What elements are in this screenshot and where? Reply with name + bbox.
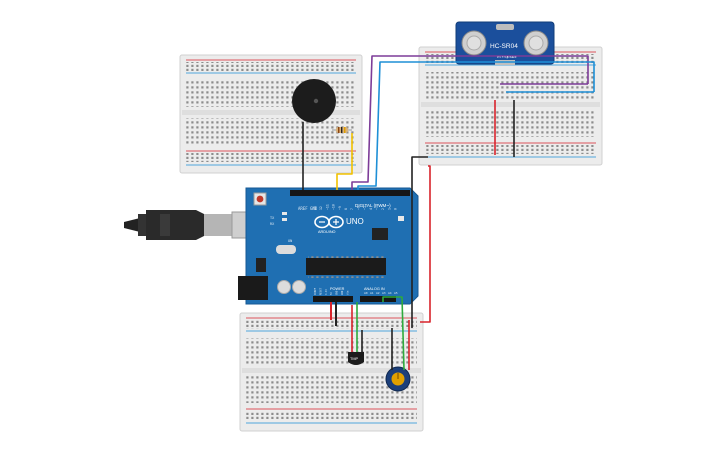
power-pin-label: RESET	[319, 287, 322, 295]
digital-pin-label: ~9	[338, 206, 342, 210]
uno-label: UNO	[346, 217, 364, 226]
sensor-model-label: HC-SR04	[490, 43, 518, 50]
digital-header[interactable]	[290, 190, 410, 196]
wire-ground-rail[interactable]	[411, 156, 428, 328]
crystal-oscillator	[276, 245, 296, 254]
gnd-label: GND	[310, 206, 318, 211]
sensor-pin-label: Echo	[507, 56, 513, 59]
breadboard-bottom[interactable]	[239, 312, 424, 432]
digital-pin-label: ~6	[356, 206, 360, 210]
sensor-pin-label: Vcc	[497, 56, 502, 59]
resistor[interactable]	[332, 127, 352, 133]
temperature-sensor[interactable]: TMP	[348, 352, 364, 365]
digital-pin-label: ~10	[332, 204, 336, 210]
analog-header[interactable]	[360, 296, 396, 302]
sensor-pin-label: Trig	[502, 56, 508, 59]
on-label: ON	[288, 239, 292, 243]
tx-label: TX	[270, 216, 275, 220]
analog-in-label: ANALOG IN	[364, 287, 385, 291]
digital-pin-label: 13	[313, 206, 317, 210]
breadboard-top-left[interactable]	[179, 54, 363, 174]
power-pin-label: GND	[341, 290, 344, 295]
digital-pin-label: 8	[344, 208, 348, 210]
wire-trig[interactable]	[351, 55, 589, 190]
analog-pin-label: A0	[364, 291, 368, 295]
digital-pin-label: ~11	[325, 204, 329, 210]
power-pin-label: IOREF	[314, 287, 317, 295]
analog-pin-label: A1	[370, 291, 374, 295]
arduino-brand-label: ARDUINO	[318, 230, 336, 234]
power-pin-label: GND	[336, 290, 339, 295]
analog-pin-label: A4	[388, 291, 392, 295]
analog-pin-label: A2	[376, 291, 380, 295]
wire-echo[interactable]	[357, 61, 595, 190]
breadboard-top-right[interactable]	[418, 46, 603, 166]
digital-pin-label: ~3	[375, 206, 379, 210]
digital-pin-label: 4	[369, 208, 373, 210]
wire-pot-signal[interactable]	[382, 296, 405, 371]
digital-pin-label: 7	[350, 208, 354, 210]
digital-pin-label: 1	[387, 208, 391, 210]
sensor-pin-label: Gnd	[512, 56, 517, 59]
power-header[interactable]	[313, 296, 353, 302]
digital-label: DIGITAL (PWM~)	[355, 203, 391, 208]
power-label: POWER	[330, 287, 345, 291]
digital-pin-label: 12	[319, 206, 323, 210]
arduino-logo-icon	[314, 215, 344, 229]
digital-pin-label: 0	[394, 208, 398, 210]
wire-buzzer-signal[interactable]	[336, 133, 353, 190]
digital-pin-label: ~5	[363, 206, 367, 210]
ultrasonic-sensor[interactable]: HC-SR04	[455, 21, 555, 65]
wire-power-rail[interactable]	[420, 165, 431, 323]
power-pin-label: 3.3V	[325, 289, 328, 295]
power-pin-label: 5V	[330, 292, 333, 295]
digital-pin-label: 2	[381, 208, 385, 210]
analog-pin-label: A3	[382, 291, 386, 295]
atmega-chip	[306, 258, 386, 275]
usb-cable[interactable]	[124, 210, 267, 240]
dc-power-jack[interactable]	[238, 276, 268, 300]
power-pin-label: Vin	[346, 290, 349, 295]
analog-pin-label: A5	[394, 291, 398, 295]
capacitor-1	[277, 280, 291, 294]
piezo-buzzer[interactable]	[292, 79, 336, 123]
tmp-label: TMP	[350, 357, 358, 361]
capacitor-2	[292, 280, 306, 294]
aref-label: AREF	[298, 206, 308, 211]
potentiometer[interactable]	[385, 366, 411, 392]
rx-label: RX	[270, 222, 275, 226]
arduino-uno-board[interactable]: AREF GND DIGITAL (PWM~) TX RX ON UNO ARD…	[238, 187, 419, 305]
